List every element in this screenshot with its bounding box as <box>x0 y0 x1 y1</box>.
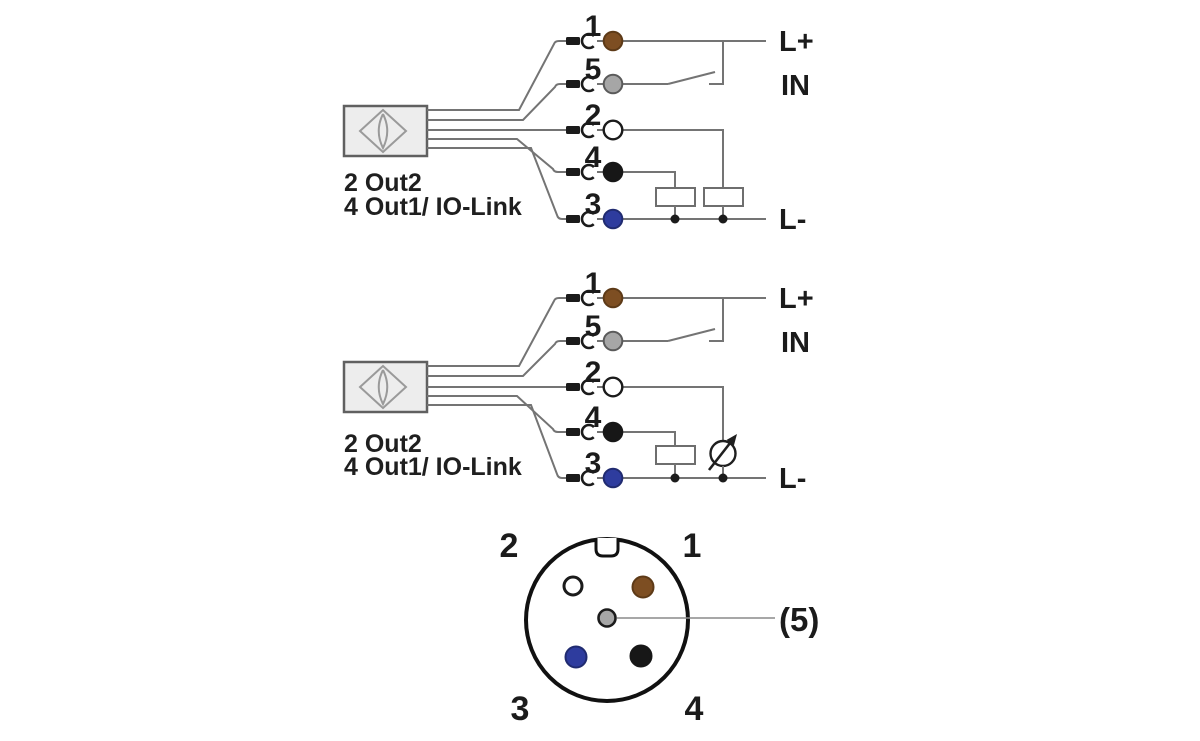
meter-arrow-head <box>726 434 737 446</box>
connector-pin1-label: 1 <box>683 527 702 565</box>
pin4-black-dot <box>602 161 624 183</box>
socket-icon <box>580 289 598 307</box>
plug-icon <box>566 37 580 45</box>
terminal-plug-icons <box>566 289 598 487</box>
plug-icon <box>566 168 580 176</box>
label-l-minus: L- <box>779 463 806 495</box>
pin1-brown-dot <box>602 287 624 309</box>
junction-dot <box>718 473 728 483</box>
sensor-wires <box>427 40 566 220</box>
pin1-number: 1 <box>585 267 602 300</box>
wire-to-pin4 <box>427 395 566 433</box>
pin3-blue-dot <box>602 467 624 489</box>
junction-dot <box>670 214 680 224</box>
plug-icon <box>566 215 580 223</box>
sensor-wires <box>427 297 566 479</box>
pin5-number: 5 <box>585 310 602 343</box>
pin3-number: 3 <box>585 188 602 221</box>
wire-to-pin5 <box>427 340 566 377</box>
connector-pin2-white <box>562 575 584 597</box>
switch-blade <box>667 328 716 342</box>
connector-pin3-label: 3 <box>511 690 530 728</box>
wiring-diagram-1: 1 5 2 4 3 L+ IN L- 2 Out2 4 Out1/ IO-Lin… <box>342 10 814 236</box>
socket-icon <box>580 163 598 181</box>
pin1-brown-dot <box>602 30 624 52</box>
input-switch <box>667 41 724 85</box>
load-out1 <box>655 445 696 483</box>
connector-pin4-label: 4 <box>685 690 704 728</box>
label-l-plus: L+ <box>779 283 814 315</box>
socket-icon <box>580 378 598 396</box>
plug-icon <box>566 474 580 482</box>
sensor-caption-line1: 2 Out2 <box>344 430 422 458</box>
plug-icon <box>566 294 580 302</box>
connector-pinout: 2 1 3 4 (5) <box>500 527 820 728</box>
label-in: IN <box>781 70 810 102</box>
line-pin2-branch <box>597 129 724 188</box>
wire-to-pin1 <box>427 297 566 367</box>
pin2-white-dot <box>602 376 624 398</box>
pin2-number: 2 <box>585 99 602 132</box>
plug-icon <box>566 337 580 345</box>
wire-to-pin4 <box>427 138 566 173</box>
pin5-gray-dot <box>602 73 624 95</box>
wire-to-pin5 <box>427 83 566 121</box>
plug-icon <box>566 80 580 88</box>
switch-blade <box>667 71 716 85</box>
pin3-number: 3 <box>585 447 602 480</box>
connector-pin3-blue <box>564 645 588 669</box>
connector-pin5-gray <box>597 608 617 628</box>
terminal-plug-icons <box>566 32 598 228</box>
line-pin2-branch <box>597 386 724 441</box>
meter-arrow-shaft <box>707 441 732 471</box>
load-out1 <box>655 187 696 224</box>
plug-icon <box>566 126 580 134</box>
pin2-number: 2 <box>585 356 602 389</box>
pin4-number: 4 <box>585 141 602 174</box>
label-l-minus: L- <box>779 204 806 236</box>
wire-to-pin3 <box>427 147 566 220</box>
connector-pin2-label: 2 <box>500 527 519 565</box>
wire-to-pin1 <box>427 40 566 111</box>
switch-drop <box>709 298 724 342</box>
socket-icon <box>580 210 598 228</box>
pin2-white-dot <box>602 119 624 141</box>
junction-dot <box>718 214 728 224</box>
connector-pin4-black <box>629 644 653 668</box>
plug-icon <box>566 383 580 391</box>
socket-icon <box>580 332 598 350</box>
analog-current-indicator <box>707 434 737 483</box>
socket-icon <box>580 423 598 441</box>
junction-dot <box>670 473 680 483</box>
wire-to-pin3 <box>427 404 566 479</box>
sensor-caption-line2: 4 Out1/ IO-Link <box>344 193 522 221</box>
load-out2 <box>703 187 744 224</box>
sensor-caption-line2: 4 Out1/ IO-Link <box>344 453 522 481</box>
socket-icon <box>580 121 598 139</box>
connector-pin1-brown <box>631 575 655 599</box>
pin1-number: 1 <box>585 10 602 43</box>
keyway-notch-icon <box>594 538 620 558</box>
socket-icon <box>580 469 598 487</box>
sensor-caption-line1: 2 Out2 <box>344 169 422 197</box>
connector-pin5-label: (5) <box>779 601 819 638</box>
label-in: IN <box>781 327 810 359</box>
switch-drop <box>709 41 724 85</box>
input-switch <box>667 298 724 342</box>
pin4-black-dot <box>602 421 624 443</box>
pin3-blue-dot <box>602 208 624 230</box>
pin5-number: 5 <box>585 53 602 86</box>
optical-sensor-icon <box>358 108 408 154</box>
pin5-gray-dot <box>602 330 624 352</box>
label-l-plus: L+ <box>779 26 814 58</box>
socket-icon <box>580 75 598 93</box>
plug-icon <box>566 428 580 436</box>
socket-icon <box>580 32 598 50</box>
sensor-body <box>342 104 429 158</box>
pin4-number: 4 <box>585 401 602 434</box>
wiring-diagram-2: 1 5 2 4 3 L+ IN L- 2 Out2 4 Out1/ IO-Lin… <box>342 267 814 495</box>
optical-sensor-icon <box>358 364 408 410</box>
